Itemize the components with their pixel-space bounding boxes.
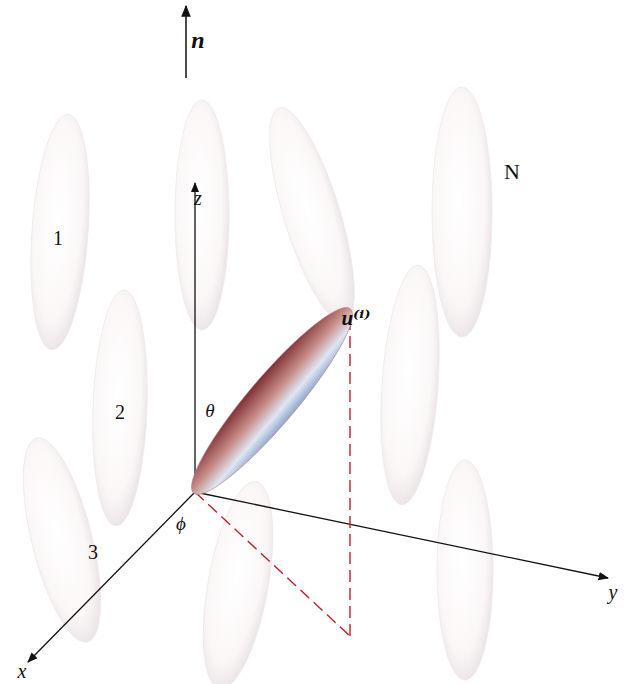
- angle-label: θ: [205, 401, 214, 420]
- ellipsoid: [252, 100, 371, 331]
- angle-label: ϕ: [176, 514, 186, 533]
- projection-line: [195, 492, 350, 636]
- ellipsoid: [24, 112, 96, 351]
- phase-label: N: [504, 161, 520, 183]
- background-ellipsoids: [7, 87, 493, 684]
- vector-label: u⁽ⁱ⁾: [341, 308, 370, 329]
- projection-line: [349, 312, 350, 636]
- ellipsoid: [437, 460, 493, 680]
- ellipsoid: [175, 100, 229, 330]
- axis-label: y: [609, 582, 618, 602]
- y-axis: [195, 492, 608, 578]
- axis-label: z: [194, 188, 202, 208]
- axis-label: x: [18, 661, 27, 681]
- director-arrow: [185, 6, 187, 78]
- director-label: n: [191, 28, 204, 52]
- z-axis: [194, 183, 195, 492]
- highlighted-ellipsoid: [175, 293, 368, 508]
- axes: [28, 183, 608, 662]
- ellipsoid: [432, 87, 492, 337]
- molecule-number: 2: [115, 402, 125, 422]
- ellipsoid: [7, 431, 116, 649]
- molecule-number: 3: [88, 542, 98, 562]
- ellipsoid: [89, 289, 151, 527]
- x-axis: [28, 492, 195, 662]
- molecule-number: 1: [53, 228, 63, 248]
- ellipsoid: [374, 263, 447, 506]
